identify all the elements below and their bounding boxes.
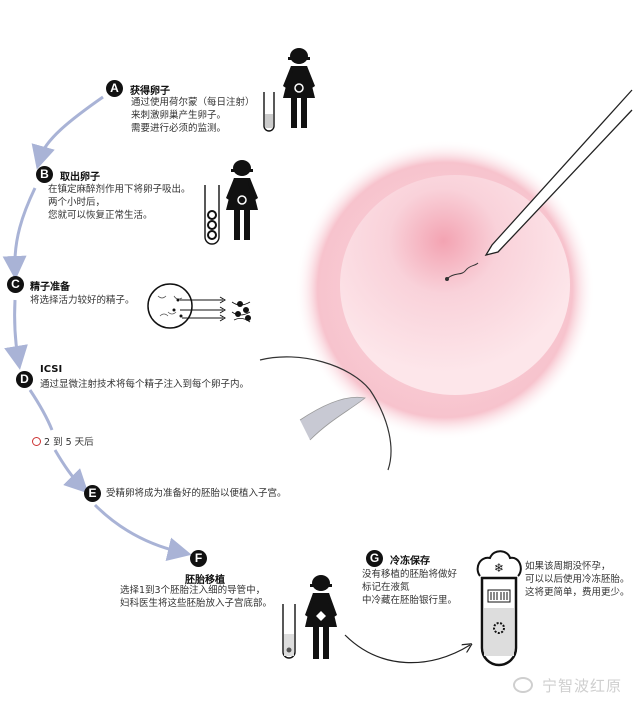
step-e-line-1: 受精卵将成为准备好的胚胎以便植入子宫。 bbox=[106, 488, 287, 499]
test-tube-icon bbox=[263, 92, 275, 132]
step-g-badge: G bbox=[366, 550, 383, 567]
step-f-badge: F bbox=[190, 550, 207, 567]
step-e-badge: E bbox=[84, 485, 101, 502]
step-g-line-2: 标记在液氮 bbox=[362, 582, 410, 593]
step-b-badge: B bbox=[36, 166, 53, 183]
timing-label: 2 到 5 天后 bbox=[32, 434, 94, 448]
svg-text:❄: ❄ bbox=[494, 561, 504, 575]
clock-icon bbox=[32, 437, 41, 446]
step-g-line-3: 中冷藏在胚胎银行里。 bbox=[362, 595, 458, 606]
woman-icon bbox=[283, 48, 315, 128]
step-b-line-1: 在镇定麻醉剂作用下将卵子吸出。 bbox=[48, 184, 191, 195]
frozen-note-line-3: 这将更简单，费用更少。 bbox=[525, 587, 630, 598]
step-f-line-1: 选择1到3个胚胎注入细的导管中， bbox=[120, 585, 266, 596]
step-d-title: ICSI bbox=[40, 364, 63, 375]
step-g-title: 冷冻保存 bbox=[390, 556, 430, 567]
step-b-line-2: 两个小时后， bbox=[48, 197, 106, 208]
step-b-title: 取出卵子 bbox=[60, 172, 100, 183]
watermark: 宁智波红原 bbox=[513, 675, 622, 696]
step-c-line-1: 将选择活力较好的精子。 bbox=[30, 295, 135, 306]
frozen-note-line-1: 如果该周期没怀孕， bbox=[525, 561, 611, 572]
step-d-badge: D bbox=[16, 371, 33, 388]
cryo-tube-icon: ❄ bbox=[476, 550, 522, 667]
step-a-badge: A bbox=[106, 80, 123, 97]
step-c-title: 精子准备 bbox=[30, 282, 70, 293]
sperm-selection-icon bbox=[147, 283, 251, 329]
step-a-line-2: 来刺激卵巢产生卵子。 bbox=[131, 110, 227, 121]
woman-embryo-icon bbox=[305, 575, 337, 659]
weibo-icon bbox=[513, 677, 534, 693]
step-a-title: 获得卵子 bbox=[130, 86, 170, 97]
test-tube-embryo-icon bbox=[282, 604, 296, 659]
step-c-badge: C bbox=[7, 276, 24, 293]
step-d-line-1: 通过显微注射技术将每个精子注入到每个卵子内。 bbox=[40, 379, 250, 390]
step-b-line-3: 您就可以恢复正常生活。 bbox=[48, 210, 153, 221]
step-g-line-1: 没有移植的胚胎将做好 bbox=[362, 569, 458, 580]
watermark-text: 宁智波红原 bbox=[541, 677, 622, 695]
step-a-line-3: 需要进行必须的监测。 bbox=[131, 123, 227, 134]
frozen-note-line-2: 可以以后使用冷冻胚胎。 bbox=[525, 574, 630, 585]
woman-icon bbox=[226, 160, 258, 240]
test-tube-eggs-icon bbox=[204, 185, 220, 245]
step-a-line-1: 通过使用荷尔蒙（每日注射） bbox=[131, 97, 255, 108]
timing-text: 2 到 5 天后 bbox=[44, 437, 94, 448]
step-f-line-2: 妇科医生将这些胚胎放入子宫底部。 bbox=[120, 598, 273, 609]
step-f-title: 胚胎移植 bbox=[185, 575, 225, 586]
